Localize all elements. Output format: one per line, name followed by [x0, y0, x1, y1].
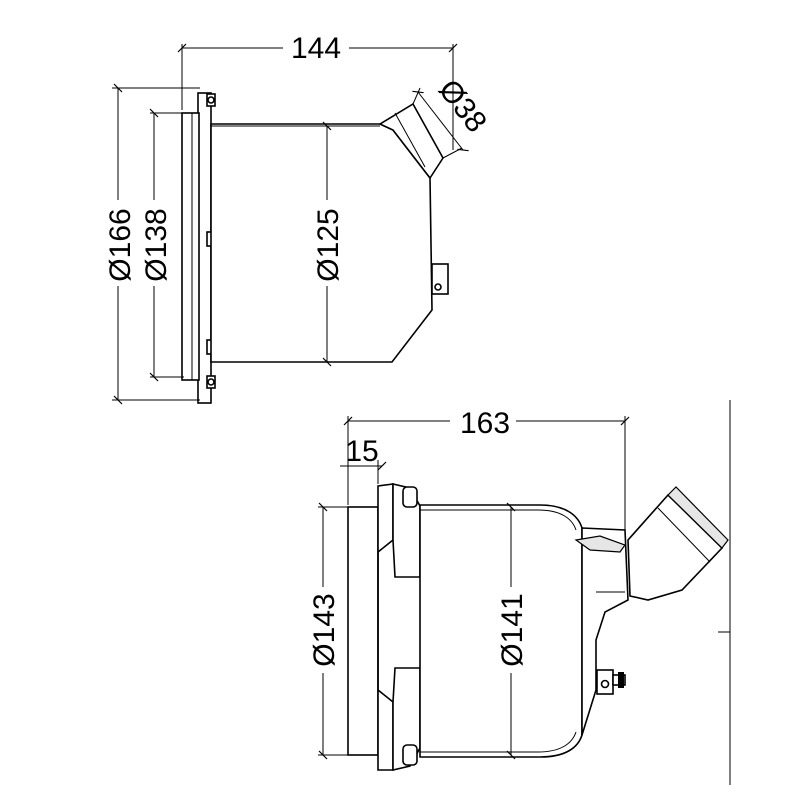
top-outlet-label: Ø38 — [432, 74, 493, 139]
top-flange-ring — [181, 112, 200, 381]
bottom-flange-ring — [377, 483, 394, 771]
bottom-length-label: 163 — [460, 407, 510, 440]
bottom-rear-cap — [581, 527, 629, 736]
top-outlet-dimension-line — [412, 90, 469, 152]
bottom-flange-label: Ø143 — [308, 593, 341, 666]
top-outer-flange-label: Ø166 — [104, 208, 137, 281]
top-outlet-tube — [378, 102, 444, 180]
top-flange-plate — [197, 92, 212, 404]
bottom-flange-plate — [347, 506, 379, 756]
bottom-side-screw — [596, 669, 626, 695]
top-length-label: 144 — [291, 32, 341, 65]
bottom-outlet-tube — [627, 493, 724, 601]
top-view: 144 Ø166 Ø138 Ø125 Ø38 — [103, 28, 493, 405]
top-inner-flange-label: Ø138 — [140, 208, 173, 281]
bottom-view: 163 15 Ø143 Ø141 — [307, 400, 731, 785]
bottom-body-label: Ø141 — [496, 593, 529, 666]
top-body-label: Ø125 — [312, 208, 345, 281]
bottom-flange-depth-label: 15 — [345, 435, 378, 468]
